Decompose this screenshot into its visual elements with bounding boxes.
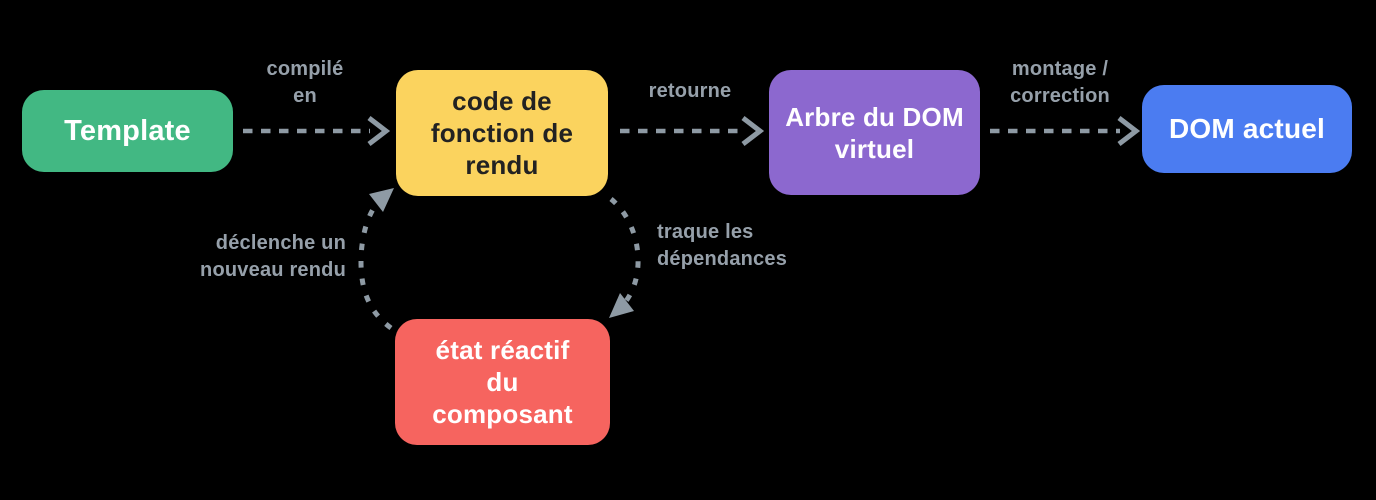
arrow-template-to-render-function bbox=[243, 116, 391, 146]
arrow-render-function-to-virtual-dom bbox=[620, 116, 765, 146]
node-component-reactive-state: état réactif du composant bbox=[395, 319, 610, 445]
edge-label-compiled-into: compilé en bbox=[230, 56, 380, 110]
node-template: Template bbox=[22, 90, 233, 172]
edge-label-mount-patch: montage / correction bbox=[984, 56, 1136, 110]
node-actual-dom: DOM actuel bbox=[1142, 85, 1352, 173]
edge-label-line: déclenche un bbox=[215, 232, 346, 254]
arc-trigger-rerender bbox=[358, 188, 394, 331]
node-virtual-dom-tree: Arbre du DOM virtuel bbox=[769, 70, 980, 195]
arc-track-dependencies bbox=[609, 197, 641, 318]
node-label-line: composant bbox=[432, 399, 573, 429]
node-label-line: Arbre du DOM bbox=[785, 101, 964, 132]
node-label-line: état réactif bbox=[435, 335, 570, 365]
edge-label-triggers-rerender: déclenche un nouveau rendu bbox=[146, 230, 346, 284]
edge-label-line: nouveau rendu bbox=[200, 259, 346, 281]
node-label-line: rendu bbox=[465, 150, 539, 180]
node-label: DOM actuel bbox=[1168, 113, 1326, 144]
edge-label-line: traque les bbox=[657, 221, 754, 243]
edge-label-line: dépendances bbox=[657, 248, 788, 270]
node-label-line: code de bbox=[452, 86, 552, 116]
node-label: Template bbox=[64, 115, 191, 147]
edge-label-line: en bbox=[293, 85, 317, 107]
edge-label-line: montage / bbox=[1011, 58, 1109, 80]
edge-label-tracks-dependencies: traque les dépendances bbox=[657, 219, 877, 273]
node-render-function-code: code de fonction de rendu bbox=[396, 70, 608, 196]
edge-label-returns: retourne bbox=[616, 78, 764, 105]
arrow-virtual-dom-to-actual-dom bbox=[990, 116, 1141, 146]
edge-label-line: retourne bbox=[648, 80, 732, 102]
node-label-line: virtuel bbox=[834, 133, 915, 164]
node-label-line: du bbox=[486, 367, 519, 397]
edge-label-line: compilé bbox=[266, 58, 344, 80]
node-label-line: fonction de bbox=[430, 118, 574, 148]
edge-label-line: correction bbox=[1010, 85, 1110, 107]
